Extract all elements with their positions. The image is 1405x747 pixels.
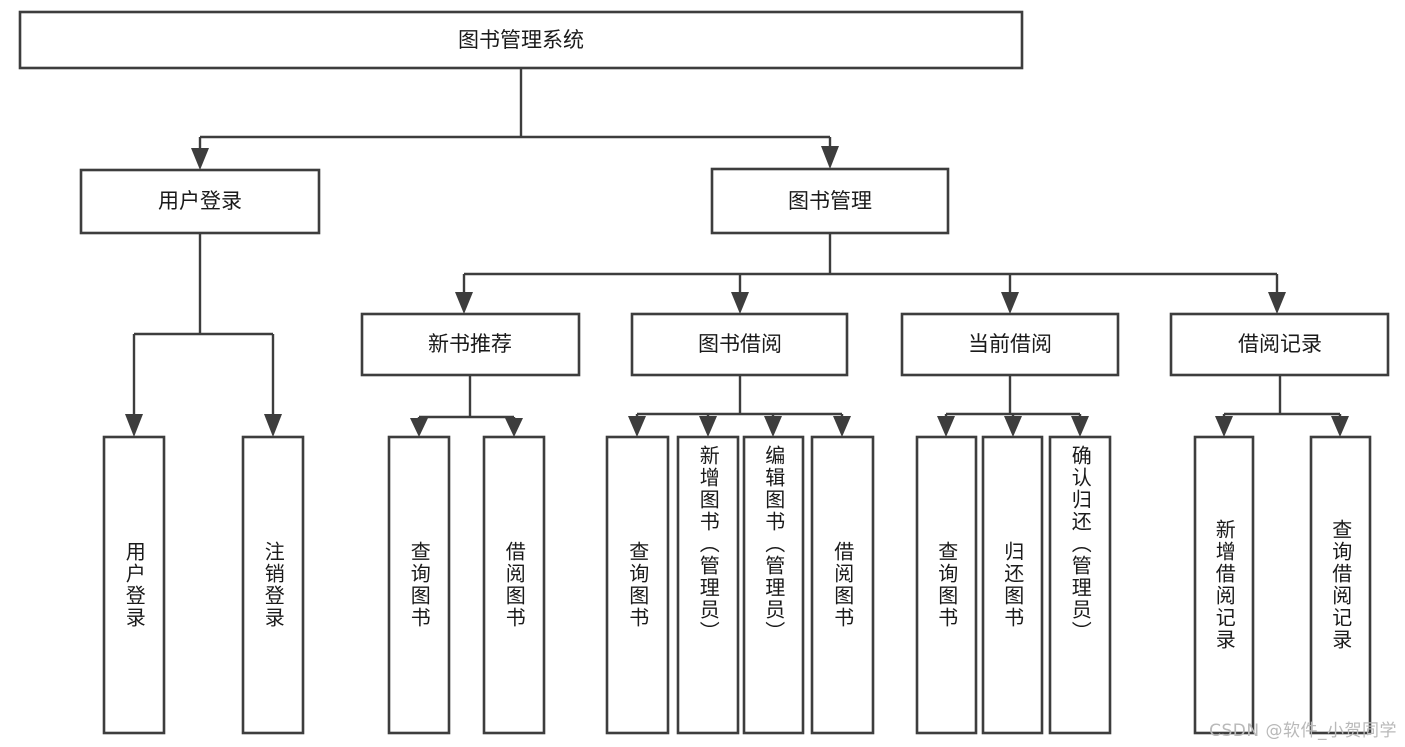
arrow-head-new-book-rec bbox=[455, 292, 473, 314]
node-leaf-query-record-rect[interactable] bbox=[1309, 435, 1372, 735]
arrow-head-leaf-borrow-book-1 bbox=[505, 418, 523, 437]
arrow-head-borrow-record bbox=[1268, 292, 1286, 314]
node-current-borrow-rect[interactable] bbox=[900, 312, 1120, 377]
node-leaf-borrow-book-2-rect[interactable] bbox=[810, 435, 875, 735]
arrow-head-user-login bbox=[191, 148, 209, 170]
node-book-borrow-rect[interactable] bbox=[630, 312, 849, 377]
arrow-head-leaf-query-record bbox=[1331, 416, 1349, 437]
node-leaf-borrow-book-1-rect[interactable] bbox=[482, 435, 546, 735]
node-leaf-query-book-2-rect[interactable] bbox=[605, 435, 670, 735]
node-current-borrow[interactable]: 当前借阅 bbox=[900, 312, 1120, 377]
arrow-head-leaf-query-book-1 bbox=[410, 418, 428, 437]
arrow-head-leaf-query-book-2 bbox=[628, 416, 646, 437]
node-leaf-query-book-3-rect[interactable] bbox=[915, 435, 978, 735]
node-user-login[interactable]: 用户登录 bbox=[79, 168, 321, 235]
node-leaf-confirm-return-rect[interactable] bbox=[1048, 435, 1112, 735]
arrow-head-book-manage bbox=[821, 146, 839, 169]
node-leaf-user-login-rect[interactable] bbox=[102, 435, 166, 735]
node-borrow-record-label: 借阅记录 bbox=[1238, 332, 1322, 356]
node-new-book-rec-rect[interactable] bbox=[360, 312, 581, 377]
node-leaf-query-book-1-rect[interactable] bbox=[387, 435, 451, 735]
watermark: CSDN @软件_小贺同学 bbox=[1209, 721, 1397, 741]
node-book-manage[interactable]: 图书管理 bbox=[710, 167, 950, 235]
node-book-manage-label: 图书管理 bbox=[788, 189, 872, 213]
node-borrow-record-rect[interactable] bbox=[1169, 312, 1390, 377]
node-leaf-add-book-rect[interactable] bbox=[676, 435, 740, 735]
arrow-head-leaf-return-book bbox=[1004, 416, 1022, 437]
node-user-login-label: 用户登录 bbox=[158, 189, 242, 213]
arrow-head-book-borrow bbox=[731, 292, 749, 314]
node-book-manage-rect[interactable] bbox=[710, 167, 950, 235]
arrow-head-leaf-borrow-book-2 bbox=[833, 416, 851, 437]
arrow-head-leaf-add-record bbox=[1215, 416, 1233, 437]
node-leaf-edit-book-rect[interactable] bbox=[742, 435, 805, 735]
node-book-borrow-label: 图书借阅 bbox=[698, 332, 782, 356]
arrow-head-leaf-confirm-return bbox=[1071, 416, 1089, 437]
node-root-label: 图书管理系统 bbox=[458, 28, 584, 52]
node-leaf-return-book-rect[interactable] bbox=[981, 435, 1044, 735]
arrow-head-leaf-add-book bbox=[699, 416, 717, 437]
node-user-login-rect[interactable] bbox=[79, 168, 321, 235]
node-new-book-rec[interactable]: 新书推荐 bbox=[360, 312, 581, 377]
node-leaf-add-record-rect[interactable] bbox=[1193, 435, 1255, 735]
node-new-book-rec-label: 新书推荐 bbox=[428, 332, 512, 356]
arrow-head-current-borrow bbox=[1001, 292, 1019, 314]
node-leaf-logout-rect[interactable] bbox=[241, 435, 305, 735]
arrow-head-leaf-user-login bbox=[125, 414, 143, 437]
arrow-head-leaf-query-book-3 bbox=[937, 416, 955, 437]
arrow-head-leaf-edit-book bbox=[764, 416, 782, 437]
node-book-borrow[interactable]: 图书借阅 bbox=[630, 312, 849, 377]
node-borrow-record[interactable]: 借阅记录 bbox=[1169, 312, 1390, 377]
node-layer: 图书管理系统 用户登录 图书管理 新书推荐 图书借阅 当前 bbox=[18, 10, 1390, 735]
arrow-head-leaf-logout bbox=[264, 414, 282, 437]
connector-layer bbox=[125, 68, 1349, 437]
node-current-borrow-label: 当前借阅 bbox=[968, 332, 1052, 356]
node-root-rect[interactable] bbox=[18, 10, 1024, 70]
node-root[interactable]: 图书管理系统 bbox=[18, 10, 1024, 70]
